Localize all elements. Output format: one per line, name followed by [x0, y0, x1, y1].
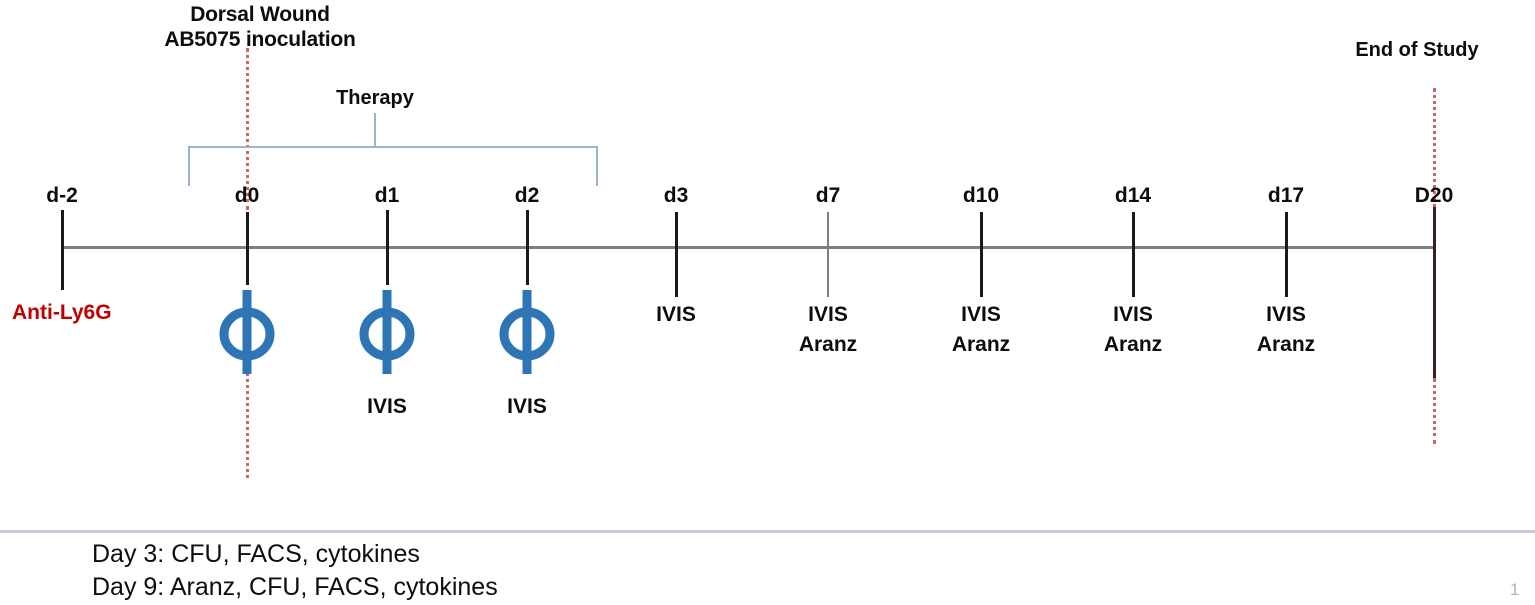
timeline-tick-d10	[980, 212, 983, 297]
event-label-d17: IVIS Aranz	[1256, 303, 1316, 356]
d20-dotted-guide-bottom	[1433, 378, 1436, 444]
event-label-d1: IVIS	[367, 395, 407, 418]
day-label-d3: d3	[663, 184, 689, 207]
footer-notes: Day 3: CFU, FACS, cytokines Day 9: Aranz…	[92, 540, 498, 601]
therapy-bracket-stem	[374, 113, 376, 147]
timeline-axis	[62, 246, 1436, 249]
timeline-tick-d-minus-2	[61, 210, 64, 290]
timeline-tick-d7	[827, 212, 829, 297]
day-label-d7: d7	[815, 184, 841, 207]
therapy-heading: Therapy	[336, 87, 414, 109]
timeline-tick-d3	[675, 212, 678, 297]
timeline-tick-d2	[526, 210, 529, 285]
footer-divider	[0, 530, 1535, 533]
day-label-d0: d0	[234, 184, 260, 207]
d0-dotted-guide-top	[246, 48, 249, 210]
timeline-tick-d14	[1132, 212, 1135, 297]
phi-icon-d2	[496, 290, 558, 379]
phi-icon-d1	[356, 290, 418, 379]
phi-icon-d0	[216, 290, 278, 379]
event-label-d7: IVIS Aranz	[798, 303, 858, 356]
therapy-bracket-span	[188, 146, 598, 148]
day-label-d20: D20	[1414, 184, 1454, 207]
anti-ly6g-label: Anti-Ly6G	[12, 301, 112, 324]
day-label-d14: d14	[1114, 184, 1152, 207]
event-label-d2: IVIS	[507, 395, 547, 418]
event-label-d10: IVIS Aranz	[951, 303, 1011, 356]
therapy-bracket-left-leg	[188, 146, 190, 186]
page-number: 1	[1510, 580, 1520, 599]
timeline-tick-d1	[386, 210, 389, 285]
day-label-d17: d17	[1267, 184, 1305, 207]
event-label-d3: IVIS	[656, 303, 696, 326]
inoculation-heading: Dorsal Wound AB5075 inoculation	[164, 3, 356, 51]
day-label-d2: d2	[514, 184, 540, 207]
timeline-tick-d17	[1285, 212, 1288, 297]
timeline-tick-d20	[1433, 207, 1436, 378]
event-label-d14: IVIS Aranz	[1103, 303, 1163, 356]
timeline-tick-d0	[246, 212, 249, 285]
therapy-bracket-right-leg	[596, 146, 598, 186]
d20-dotted-guide-top	[1433, 88, 1436, 208]
day-label-d10: d10	[962, 184, 1000, 207]
d0-dotted-guide-bottom	[246, 362, 249, 478]
day-label-d1: d1	[374, 184, 400, 207]
end-of-study-heading: End of Study	[1355, 39, 1479, 61]
day-label-d-minus-2: d-2	[46, 184, 78, 207]
